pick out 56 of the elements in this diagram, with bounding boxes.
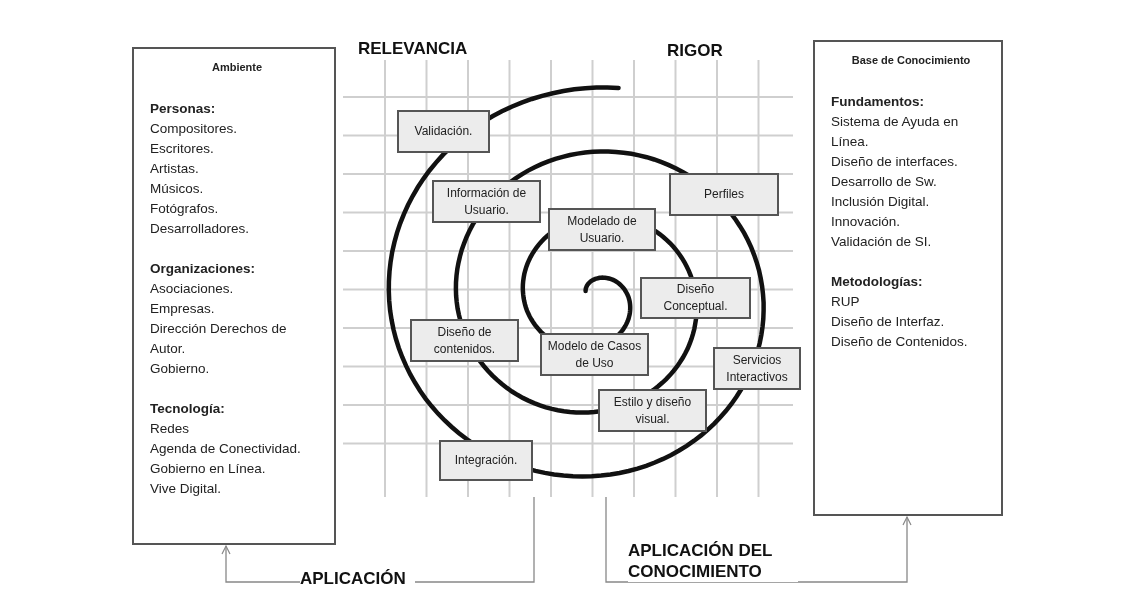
step-label: Diseño de contenidos. [432, 323, 497, 358]
panel-title: Ambiente [210, 60, 264, 75]
list-item: Dirección Derechos de Autor. [150, 320, 288, 358]
list-item: Músicos. [150, 180, 205, 198]
step-box [598, 389, 707, 432]
list-item: Escritores. [150, 140, 215, 158]
step-box [439, 440, 533, 481]
list-item: Sistema de Ayuda en Línea. [831, 113, 960, 151]
list-item: Validación de SI. [831, 233, 933, 251]
list-item: Innovación. [831, 213, 902, 231]
step-label: Integración. [454, 452, 518, 469]
edge-label: APLICACIÓN DEL CONOCIMIENTO [628, 540, 798, 582]
section-heading: Metodologías: [831, 273, 924, 291]
step-label: Información de Usuario. [445, 184, 528, 219]
step-label: Modelo de Casos de Uso [546, 337, 643, 372]
list-item: Compositores. [150, 120, 239, 138]
step-label: Validación. [414, 123, 473, 140]
step-box [397, 110, 490, 153]
step-label: Modelado de Usuario. [566, 212, 638, 247]
list-item: Artistas. [150, 160, 200, 178]
list-item: Desarrollo de Sw. [831, 173, 938, 191]
list-item: Desarrolladores. [150, 220, 251, 238]
step-box [540, 333, 649, 376]
list-item: Inclusión Digital. [831, 193, 931, 211]
list-item: Redes [150, 420, 191, 438]
step-label: Servicios Interactivos [725, 351, 789, 386]
panel-title: Base de Conocimiento [850, 53, 972, 68]
list-item: Vive Digital. [150, 480, 223, 498]
section-heading: Personas: [150, 100, 217, 118]
list-item: Asociaciones. [150, 280, 235, 298]
list-item: Fotógrafos. [150, 200, 220, 218]
section-heading: Fundamentos: [831, 93, 925, 111]
list-item: Agenda de Conectividad. [150, 440, 302, 458]
text-panel [132, 47, 336, 545]
step-box [548, 208, 656, 251]
list-item: RUP [831, 293, 861, 311]
step-box [669, 173, 779, 216]
axis-heading: RIGOR [667, 42, 723, 60]
axis-heading: RELEVANCIA [358, 40, 468, 58]
step-box [432, 180, 541, 223]
list-item: Gobierno. [150, 360, 211, 378]
arrow [605, 496, 912, 583]
list-item: Diseño de Interfaz. [831, 313, 946, 331]
list-item: Diseño de Contenidos. [831, 333, 969, 351]
step-box [410, 319, 519, 362]
step-box [713, 347, 801, 390]
step-box [640, 277, 751, 319]
list-item: Empresas. [150, 300, 216, 318]
section-heading: Tecnología: [150, 400, 226, 418]
list-item: Gobierno en Línea. [150, 460, 267, 478]
step-label: Estilo y diseño visual. [612, 393, 693, 428]
section-heading: Organizaciones: [150, 260, 257, 278]
text-panel [813, 40, 1003, 516]
list-item: Diseño de interfaces. [831, 153, 959, 171]
step-label: Perfiles [704, 186, 744, 203]
step-label: Diseño Conceptual. [662, 281, 729, 315]
